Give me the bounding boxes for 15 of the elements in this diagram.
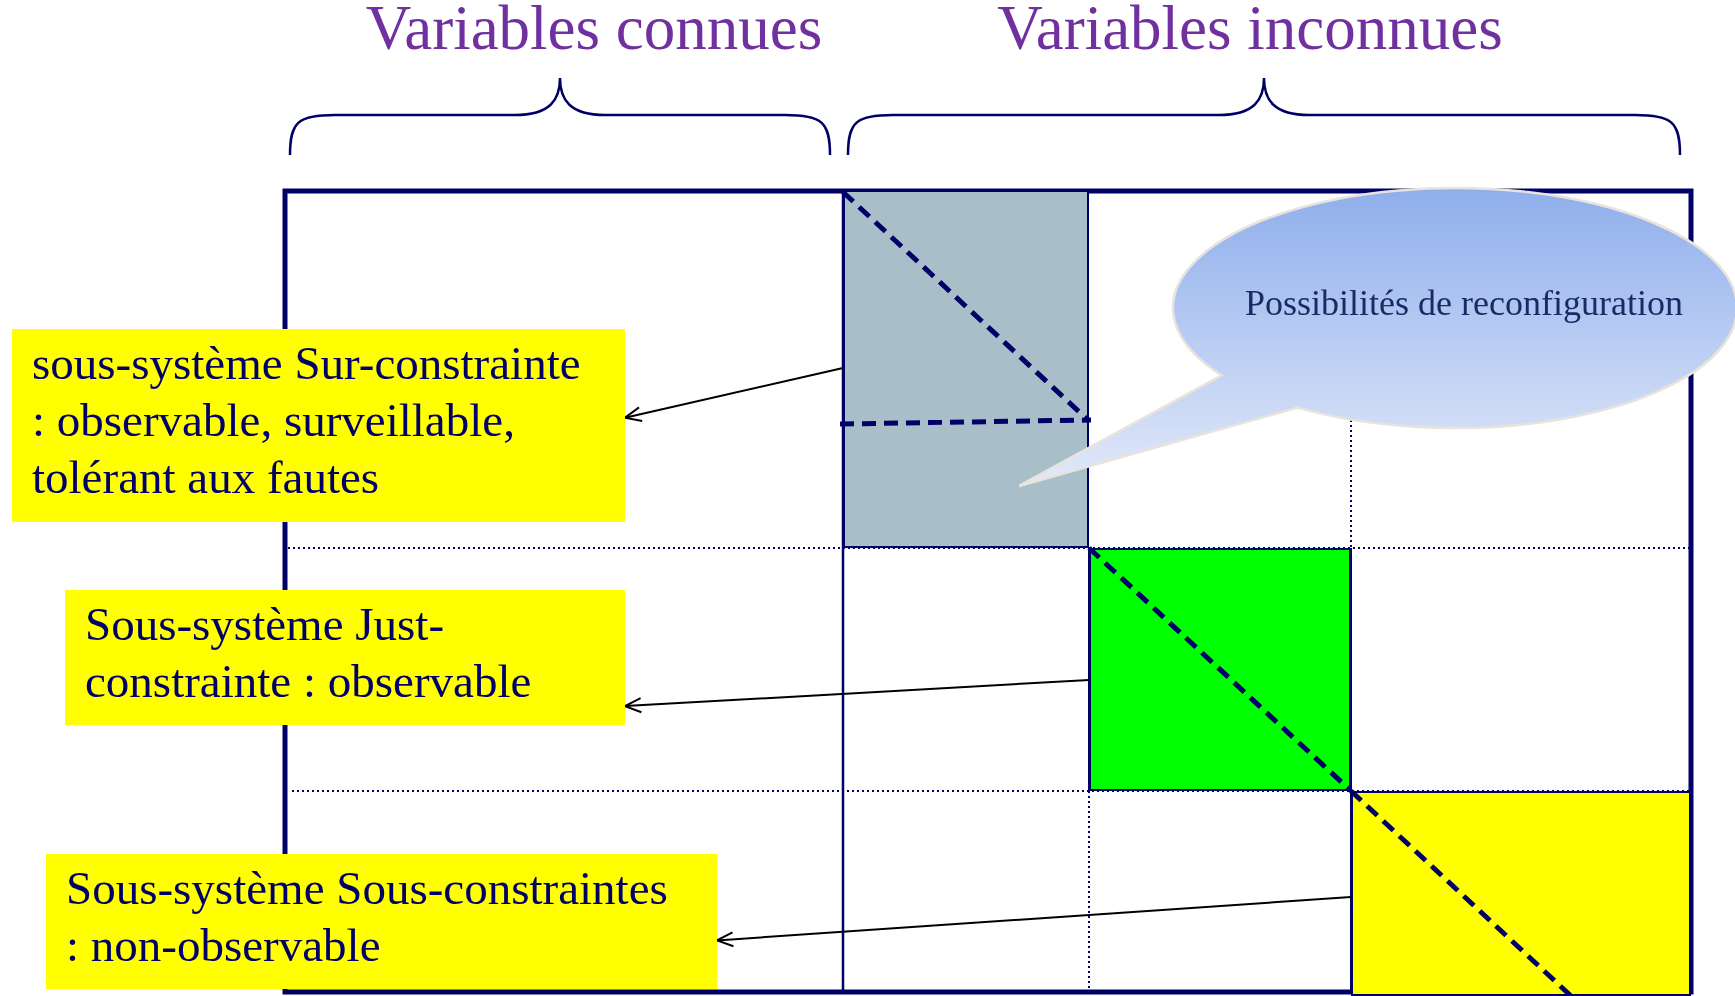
matrix-block (843, 190, 1089, 548)
column-heading: Variables connues (365, 0, 823, 65)
column-heading: Variables inconnues (997, 0, 1503, 65)
subsystem-label (12, 329, 625, 522)
subsystem-label (46, 854, 717, 989)
label-text: Sous-système Sous-constraintes : non-observable (66, 862, 668, 971)
subsystem-label (65, 590, 625, 725)
matrix-block (1351, 791, 1691, 996)
speech-bubble (1019, 186, 1735, 489)
label-text: Sous-système Just-constrainte : observable (85, 598, 532, 707)
callout-text: Possibilités de reconfiguration (1244, 282, 1684, 325)
arrow (716, 896, 1352, 948)
label-text: sous-système Sur-constrainte : observable, surveillable, tolérant aux fautes (32, 337, 581, 503)
arrow (624, 678, 1090, 714)
arrow (624, 366, 844, 423)
